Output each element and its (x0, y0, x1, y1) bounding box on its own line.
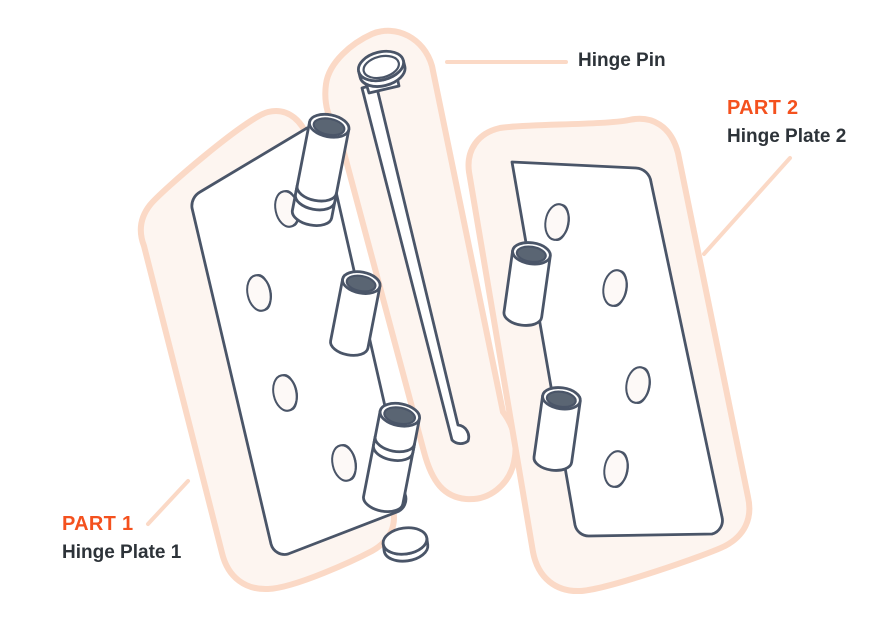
hinge-plate-2 (502, 160, 724, 538)
hinge-pin (357, 49, 471, 445)
knuckle-plate2-lower (532, 386, 582, 472)
part-label-plate1: PART 1 Hinge Plate 1 (62, 512, 181, 566)
hinge-pin-washer (381, 526, 430, 563)
leader-line-part1 (146, 479, 190, 526)
part2-name: Hinge Plate 2 (727, 126, 847, 147)
hinge-pin-shaft (360, 82, 471, 445)
knuckle-plate2-upper (502, 241, 552, 327)
hinge-pin-cap (357, 49, 407, 88)
part2-tag: PART 2 (727, 97, 799, 119)
leader-line-group (146, 60, 792, 526)
part1-name: Hinge Plate 1 (62, 542, 182, 563)
part-label-pin: Hinge Pin (578, 50, 666, 72)
knuckle-plate1-top (290, 112, 351, 227)
leader-line-part2 (702, 156, 792, 256)
pin-name: Hinge Pin (578, 50, 666, 71)
knuckle-plate1-middle (329, 270, 382, 357)
hinge-plate-1 (190, 112, 430, 563)
part1-tag: PART 1 (62, 513, 134, 535)
knuckle-plate1-bottom (362, 401, 421, 513)
part-label-plate2: PART 2 Hinge Plate 2 (727, 96, 846, 150)
